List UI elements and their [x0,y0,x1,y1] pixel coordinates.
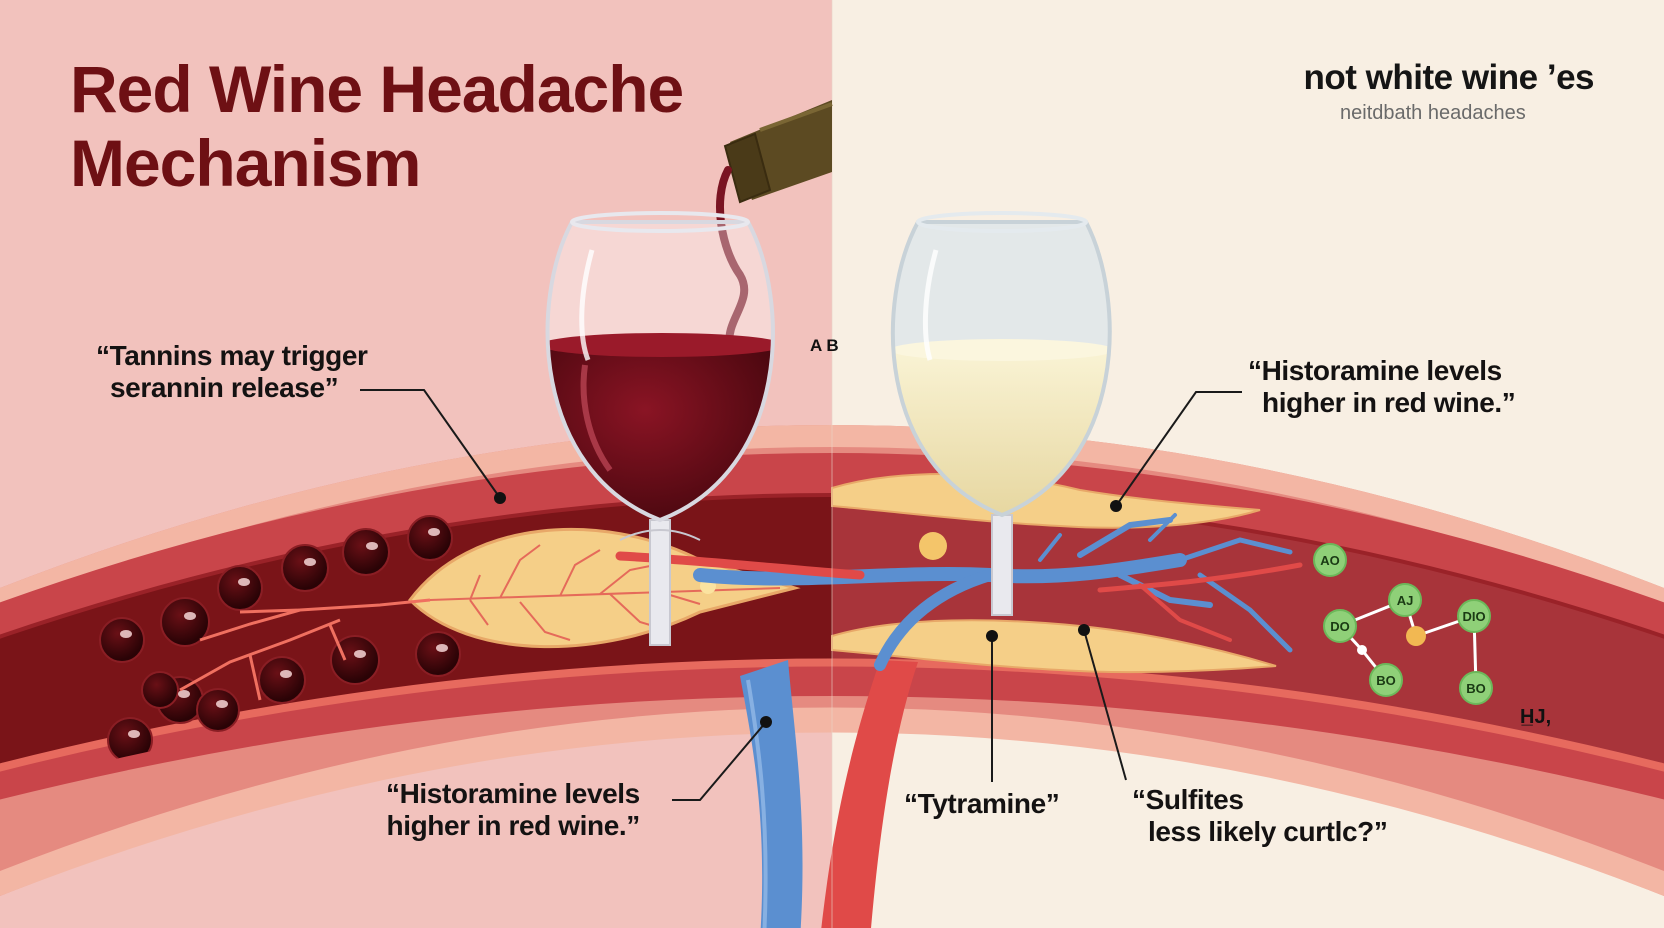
callout-tyramine: “Tytramine” [904,788,1060,819]
molecule-label: DO [1330,619,1350,634]
callout-histamine-left-line-1: “Historamine levels [386,778,640,809]
title-line-1: Red Wine Headache [70,52,684,126]
molecule-nodes: AO AJ DO DIO BO BO [1313,543,1493,705]
callout-tannins-line-1: “Tannins may trigger [96,340,368,371]
molecule-node: BO [1459,671,1493,705]
center-mark: A B [810,336,839,355]
leader-histamine-right [1115,391,1242,507]
callout-sulfites: “Sulfites less likely curtlc?” [1132,784,1388,848]
leader-histamine-left [672,721,767,801]
red-blood-cells [99,515,461,763]
artery-vertical-right [821,660,918,928]
molecule-node: AJ [1388,583,1422,617]
molecule-label: BO [1466,681,1486,696]
molecule-node: DO [1323,609,1357,643]
right-panel-subtitle: neitdbath headaches [1340,102,1526,124]
molecule-label: BO [1376,673,1396,688]
molecule-label: AO [1320,553,1340,568]
callout-histamine-left-line-2: higher in red wine.” [386,810,640,841]
right-panel-title: not white wine ’es [1303,58,1595,97]
callout-histamine-right: “Historamine levels higher in red wine.” [1248,355,1516,419]
wine-bottle-icon [723,100,833,204]
leader-tannins [360,389,501,499]
callout-histamine-right-line-2: higher in red wine.” [1262,387,1516,418]
side-mark: H̲J, [1520,706,1552,728]
callout-sulfites-line-2: less likely curtlc?” [1148,816,1388,847]
callout-histamine-left: “Historamine levels higher in red wine.” [386,778,640,842]
plaque-left [408,528,801,649]
callout-tannins: “Tannins may trigger serannin release” [96,340,368,404]
molecule-node: BO [1369,663,1403,697]
callout-histamine-right-line-1: “Historamine levels [1248,355,1502,386]
molecule-label: AJ [1397,593,1414,608]
vessel-lumen-right [832,495,1664,768]
callout-sulfites-line-1: “Sulfites [1132,784,1244,815]
molecule-node: DIO [1457,599,1491,633]
wine-pour-stream [715,166,749,349]
diagram-title: Red Wine Headache Mechanism [70,52,790,200]
leader-sulfites [1083,629,1127,781]
callout-tannins-line-2: serannin release” [110,372,339,403]
molecule-label: DIO [1462,609,1485,624]
molecule-node: AO [1313,543,1347,577]
title-line-2: Mechanism [70,126,421,200]
plaque-right-lower [831,619,1277,674]
